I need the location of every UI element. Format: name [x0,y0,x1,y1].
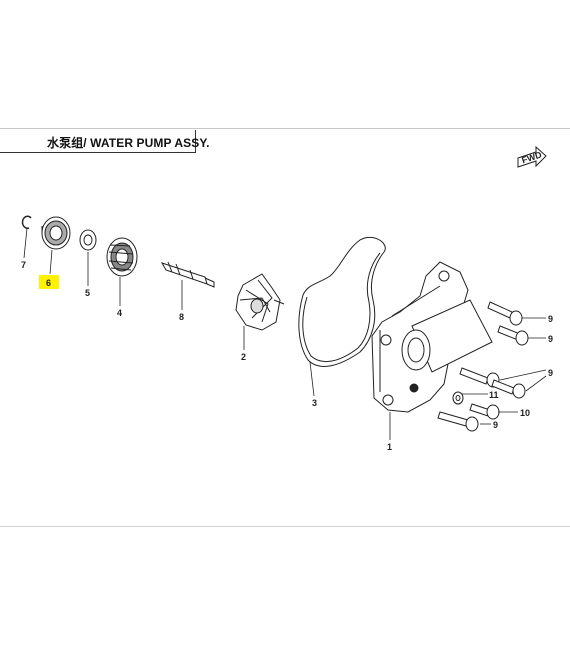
part-9-bolt-e[interactable] [437,411,479,432]
fwd-arrow-icon [517,145,547,168]
label-10: 10 [520,408,530,418]
label-3: 3 [312,398,317,408]
part-1-pump-housing[interactable] [371,261,493,413]
part-5-washer[interactable] [79,229,97,251]
label-1: 1 [387,442,392,452]
part-11-washer[interactable] [452,391,464,405]
label-8: 8 [179,312,184,322]
part-7-circlip[interactable] [21,215,32,230]
label-11: 11 [489,390,499,400]
diagram-sheet [0,128,570,527]
part-10-bolt[interactable] [469,403,500,420]
part-9-bolt-d[interactable] [491,379,526,399]
label-9a: 9 [548,314,553,324]
highlight-part-6 [39,275,59,289]
part-9-bolt-a[interactable] [487,301,523,326]
label-9d: 9 [493,420,498,430]
part-3-o-ring-gasket[interactable] [298,236,386,367]
part-6-bearing[interactable] [41,216,71,250]
part-9-bolt-b[interactable] [497,325,529,346]
page-title: 水泵组/ WATER PUMP ASSY. [47,136,210,150]
part-4-mechanical-seal[interactable] [106,237,138,277]
label-2: 2 [241,352,246,362]
part-2-impeller[interactable] [235,273,285,331]
label-9b: 9 [548,334,553,344]
label-5: 5 [85,288,90,298]
label-7: 7 [21,260,26,270]
title-frame [0,130,196,153]
part-8-pump-shaft[interactable] [160,261,215,288]
label-9c: 9 [548,368,553,378]
leader-lines [23,227,547,440]
label-4: 4 [117,308,122,318]
label-6: 6 [46,278,51,288]
fwd-label: FWD [520,149,543,165]
